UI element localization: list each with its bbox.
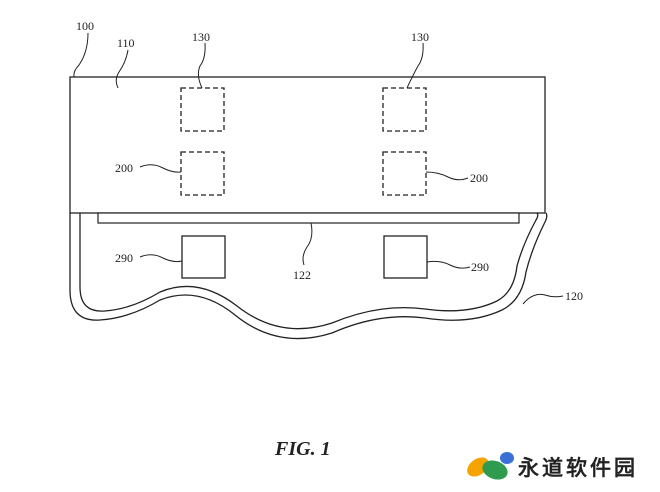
leader-130-right — [406, 42, 424, 89]
label-130-right: 130 — [411, 30, 429, 44]
strip-122 — [97, 212, 520, 224]
watermark-text: 永道软件园 — [517, 456, 638, 480]
component-130-left — [180, 87, 225, 132]
logo-leaf-yellow — [467, 457, 489, 477]
flexible-housing-inner — [79, 212, 539, 330]
leader-290-right — [426, 260, 471, 269]
leader-110 — [115, 49, 129, 89]
leader-290-left — [139, 254, 183, 263]
label-100: 100 — [76, 19, 94, 33]
component-200-right — [382, 151, 427, 196]
label-130-left: 130 — [192, 30, 210, 44]
leader-130-left — [197, 42, 206, 89]
component-290-right — [383, 235, 428, 279]
label-200-right: 200 — [470, 171, 488, 185]
label-122: 122 — [293, 268, 311, 282]
component-130-right — [382, 87, 427, 132]
logo-leaf-blue — [500, 452, 514, 464]
label-290-left: 290 — [115, 251, 133, 265]
leader-100 — [73, 32, 89, 78]
component-290-left — [181, 235, 226, 279]
main-body — [69, 76, 546, 214]
label-110: 110 — [117, 36, 135, 50]
figure-caption: FIG. 1 — [274, 438, 331, 460]
component-200-left — [180, 151, 225, 196]
leader-200-right — [425, 171, 469, 181]
flexible-housing-outer — [69, 212, 548, 340]
leader-200-left — [139, 164, 182, 173]
label-200-left: 200 — [115, 161, 133, 175]
label-290-right: 290 — [471, 260, 489, 274]
logo-leaf-green — [482, 460, 508, 480]
watermark-logo-icon — [467, 452, 514, 480]
label-120: 120 — [565, 289, 583, 303]
leader-120 — [522, 293, 564, 305]
leader-122 — [302, 222, 313, 266]
